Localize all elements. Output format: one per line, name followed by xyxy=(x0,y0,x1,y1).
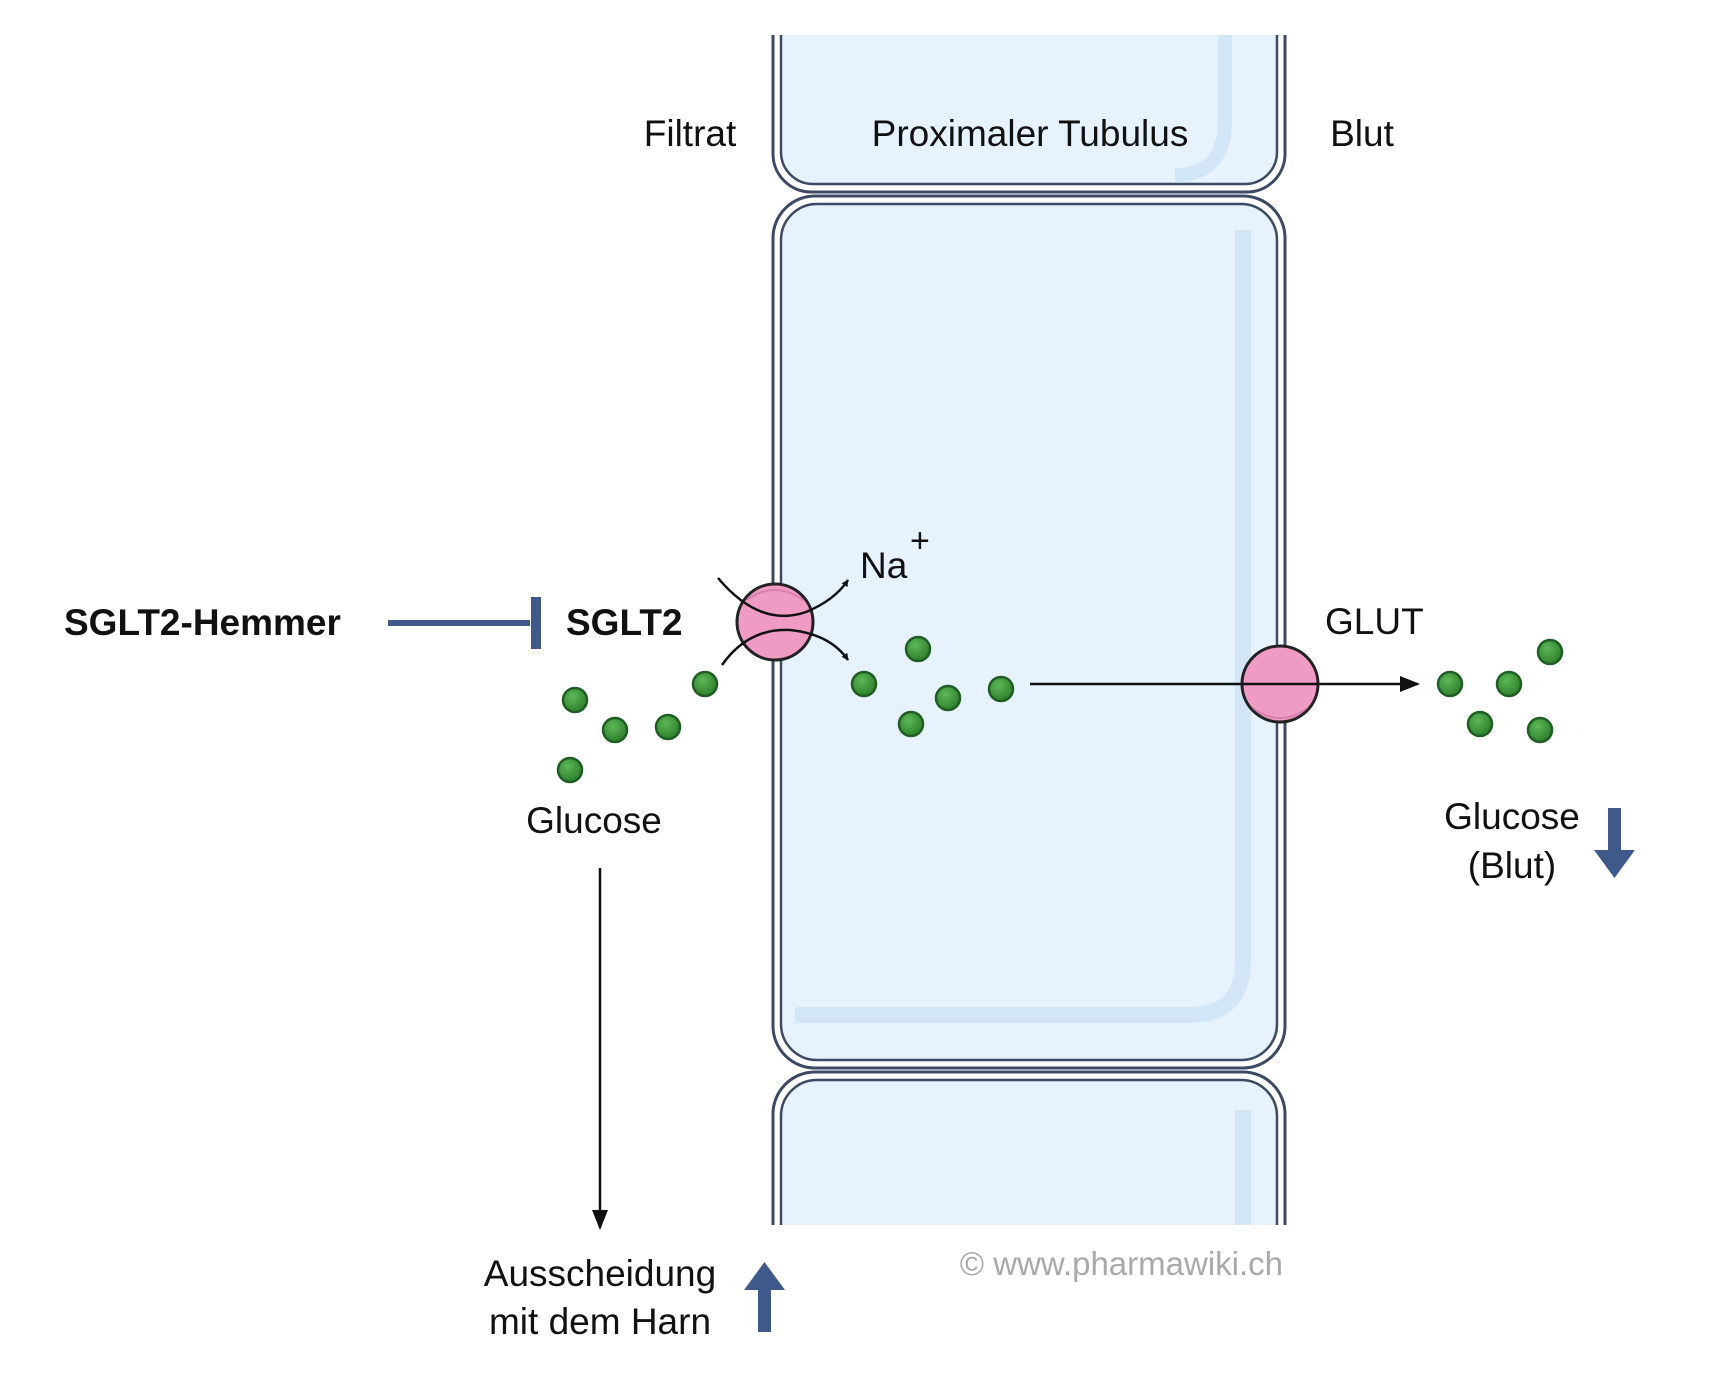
glucose-molecule xyxy=(1526,716,1554,744)
sodium-label: Na xyxy=(860,545,908,586)
glucose-cotransport-arrow xyxy=(720,628,850,666)
glucose-molecule xyxy=(904,635,932,663)
excretion-label-line1: Ausscheidung xyxy=(484,1253,716,1294)
tubule-cell-middle xyxy=(771,194,1287,1070)
glucose-molecule xyxy=(934,684,962,712)
glucose-molecule xyxy=(691,670,719,698)
glucose-blood-label-line1: Glucose xyxy=(1444,796,1580,837)
glucose-molecule xyxy=(654,713,682,741)
sglt2-transporter xyxy=(735,582,815,662)
glucose-molecule xyxy=(897,710,925,738)
glucose-molecule xyxy=(1495,670,1523,698)
arrow-up-icon xyxy=(744,1262,785,1332)
tubulus-label: Proximaler Tubulus xyxy=(872,113,1189,154)
glucose-molecule xyxy=(1536,638,1564,666)
glucose-molecule xyxy=(987,675,1015,703)
inhibition-bar-icon xyxy=(388,597,541,649)
glucose-molecule xyxy=(601,716,629,744)
filtrat-label: Filtrat xyxy=(644,113,737,154)
glucose-molecule xyxy=(561,686,589,714)
tubule-cells xyxy=(771,35,1287,1225)
sodium-charge-label: + xyxy=(910,522,930,560)
glucose-blood-group xyxy=(1436,638,1564,744)
sodium-transport-arrow xyxy=(717,577,850,618)
glucose-blood-label-line2: (Blut) xyxy=(1468,845,1556,886)
tubule-cell-bottom xyxy=(771,1070,1287,1225)
glucose-molecule xyxy=(1466,710,1494,738)
sglt2-hemmer-label: SGLT2-Hemmer xyxy=(64,602,341,643)
glucose-cell-group xyxy=(850,635,1015,738)
tubule-cell-top xyxy=(771,35,1287,194)
excretion-label-line2: mit dem Harn xyxy=(489,1301,711,1342)
glucose-filtrate-group xyxy=(556,670,719,784)
arrow-down-icon xyxy=(1594,808,1635,878)
blut-label: Blut xyxy=(1330,113,1394,154)
copyright-watermark: © www.pharmawiki.ch xyxy=(960,1245,1283,1282)
glucose-molecule xyxy=(1436,670,1464,698)
sglt2-label: SGLT2 xyxy=(566,602,683,643)
glucose-molecule xyxy=(556,756,584,784)
glucose-filtrate-label: Glucose xyxy=(526,800,662,841)
glut-label: GLUT xyxy=(1325,601,1424,642)
glucose-molecule xyxy=(850,670,878,698)
